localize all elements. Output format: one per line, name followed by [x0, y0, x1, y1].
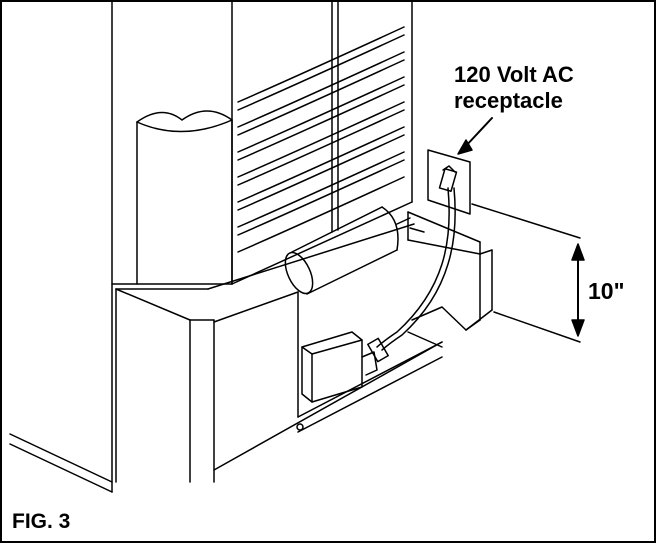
vertical-tube — [137, 111, 232, 284]
relay-box — [302, 332, 377, 402]
cabinet-body — [112, 2, 412, 492]
clearance-dimension — [472, 204, 584, 342]
drip-tray — [214, 292, 442, 470]
power-cord — [368, 188, 455, 362]
clearance-height-label: 10" — [588, 278, 625, 304]
receptacle-callout-line2: receptacle — [454, 88, 563, 113]
receptacle-arrow — [458, 118, 492, 154]
receptacle-callout: 120 Volt AC receptacle — [454, 62, 574, 114]
floor-line — [10, 434, 112, 492]
figure-label: FIG. 3 — [12, 510, 71, 533]
base-panel — [116, 224, 414, 482]
support-bracket — [408, 212, 492, 330]
receptacle-callout-line1: 120 Volt AC — [454, 62, 574, 87]
wall-receptacle — [428, 150, 470, 214]
drier-cylinder — [280, 207, 410, 298]
condenser-coils — [238, 2, 404, 252]
